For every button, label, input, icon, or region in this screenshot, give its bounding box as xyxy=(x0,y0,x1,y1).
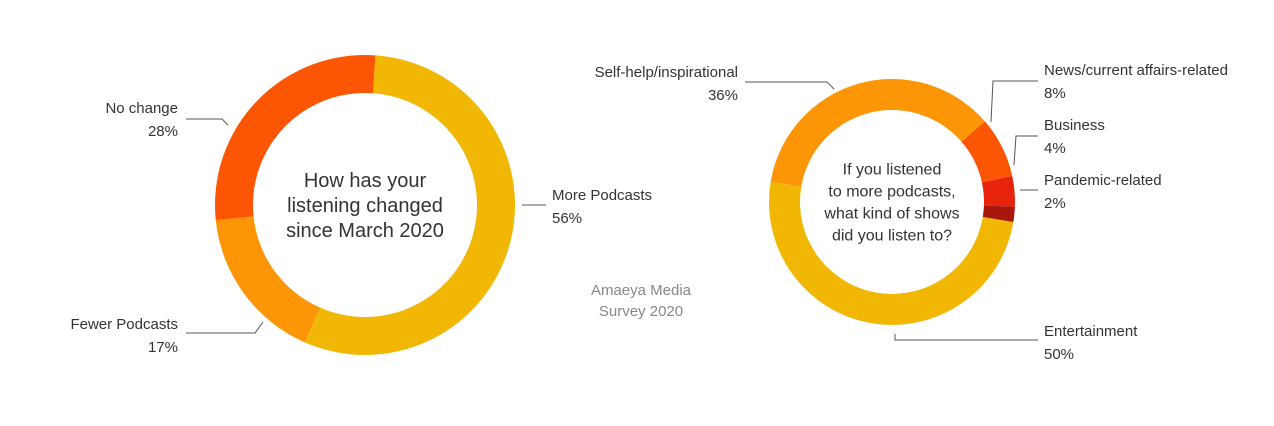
listening-change-slice-fewer-podcasts xyxy=(215,216,321,343)
listening-change-leader-no-change xyxy=(186,118,229,126)
show-types-label-business: Business xyxy=(1044,117,1105,134)
listening-change-label-more-podcasts: More Podcasts xyxy=(552,187,652,204)
show-types-slice-pandemic-related xyxy=(982,205,1015,223)
show-types-center-line-3: what kind of shows xyxy=(823,206,959,223)
show-types-label-news-current-affairs-related: News/current affairs-related xyxy=(1044,62,1228,79)
show-types-value-entertainment: 50% xyxy=(1044,346,1074,363)
show-types-center-line-1: If you listened xyxy=(843,162,942,179)
listening-change-value-no-change: 28% xyxy=(148,123,178,140)
show-types-value-business: 4% xyxy=(1044,140,1066,157)
show-types-value-self-help-inspirational: 36% xyxy=(708,87,738,104)
listening-change-center-line-1: How has your xyxy=(304,170,427,192)
show-types-leader-news-current-affairs-related xyxy=(990,80,1038,123)
listening-change-leader-fewer-podcasts xyxy=(186,321,264,334)
show-types-value-pandemic-related: 2% xyxy=(1044,195,1066,212)
listening-change-value-more-podcasts: 56% xyxy=(552,210,582,227)
show-types-leader-business xyxy=(1013,135,1038,166)
credit-line-2: Survey 2020 xyxy=(599,303,683,320)
show-types-donut xyxy=(769,79,1015,325)
listening-change-label-fewer-podcasts: Fewer Podcasts xyxy=(70,316,178,333)
listening-change-slice-no-change xyxy=(215,55,376,221)
show-types-slice-news-current-affairs-related xyxy=(961,121,1013,183)
listening-change-label-no-change: No change xyxy=(105,100,178,117)
listening-change-labels: More Podcasts 56% Fewer Podcasts 17% No chan… xyxy=(70,100,652,356)
show-types-slice-business xyxy=(981,176,1015,207)
show-types-slice-entertainment xyxy=(769,181,1014,325)
show-types-label-pandemic-related: Pandemic-related xyxy=(1044,172,1162,189)
show-types-center-text: If you listened to more podcasts, what kin… xyxy=(823,162,959,245)
show-types-label-self-help-inspirational: Self-help/inspirational xyxy=(595,64,738,81)
listening-change-slice-more-podcasts xyxy=(304,55,515,356)
credit-line-1: Amaeya Media xyxy=(591,282,692,299)
listening-change-value-fewer-podcasts: 17% xyxy=(148,339,178,356)
show-types-leader-self-help-inspirational xyxy=(745,81,835,90)
show-types-leader-entertainment xyxy=(894,334,1038,341)
listening-change-center-line-2: listening changed xyxy=(287,195,443,217)
listening-change-center-line-3: since March 2020 xyxy=(286,220,444,242)
show-types-slice-self-help-inspirational xyxy=(770,79,985,187)
show-types-labels: News/current affairs-related 8% Business 4%… xyxy=(595,62,1228,363)
listening-change-donut xyxy=(215,55,515,356)
show-types-value-news-current-affairs-related: 8% xyxy=(1044,85,1066,102)
show-types-center-line-2: to more podcasts, xyxy=(828,184,955,201)
show-types-center-line-4: did you listen to? xyxy=(832,228,952,245)
show-types-label-entertainment: Entertainment xyxy=(1044,323,1138,340)
listening-change-center-text: How has your listening changed since March… xyxy=(286,170,444,242)
